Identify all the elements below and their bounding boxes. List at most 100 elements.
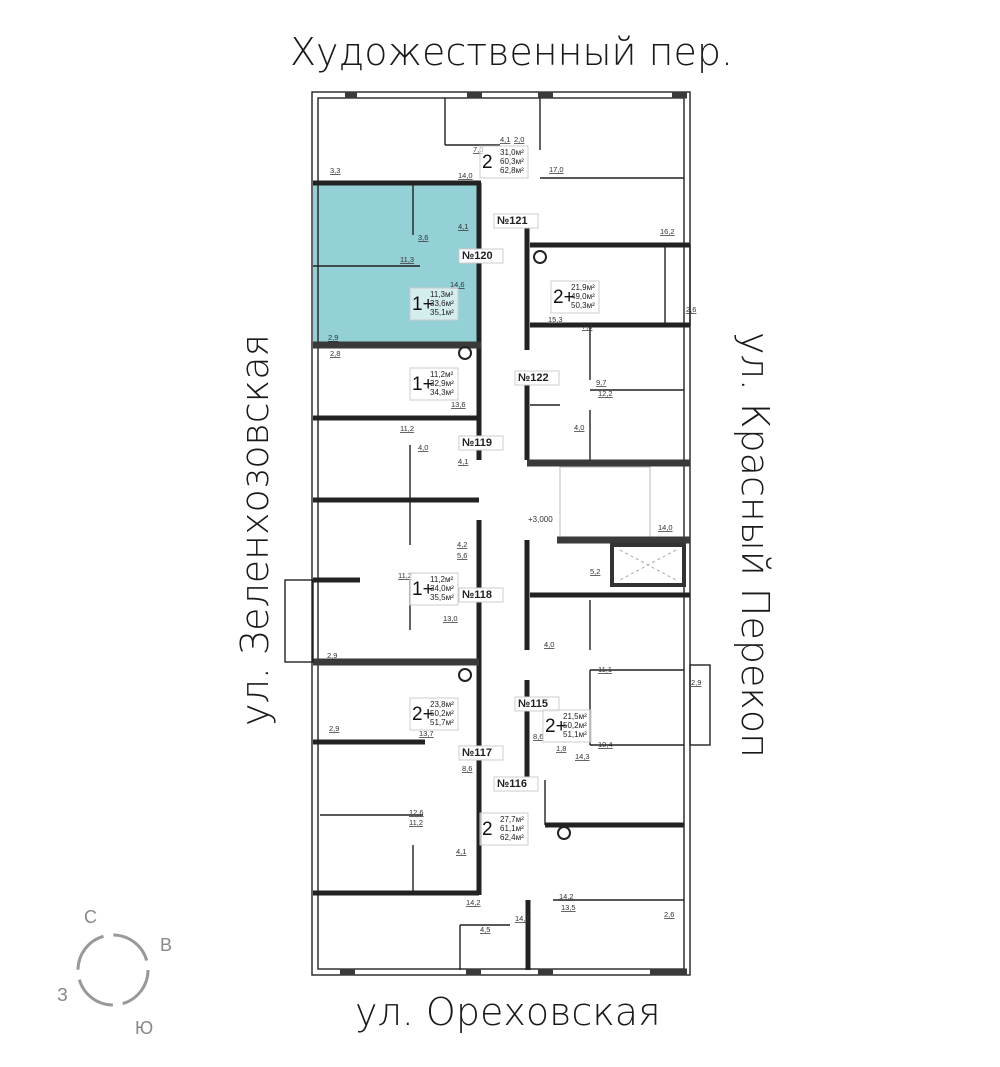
compass-east: В [160, 935, 172, 955]
apartment-rooms: 2 [482, 152, 493, 173]
room-dimension: 4,1 [500, 135, 510, 144]
level-mark: +3,000 [528, 515, 553, 524]
living-area: 27,7м² [500, 815, 524, 824]
apartment-number-box [458, 587, 504, 603]
living-area: 31,0м² [500, 148, 524, 157]
apartment-number-box [458, 435, 504, 451]
room-dimension: 15,3 [548, 315, 563, 324]
apartment-info-box [409, 572, 459, 606]
apartment-info-box [409, 367, 459, 401]
room-dimension: 1,8 [556, 744, 566, 753]
total-area: 61,1м² [500, 824, 524, 833]
total-area-with-balcony: 62,4м² [500, 833, 524, 842]
apartment-rooms: 1+ [412, 579, 434, 600]
room-dimension: 2,0 [514, 135, 524, 144]
room-dimension: 4,0 [418, 443, 428, 452]
room-dimension: 2,9 [327, 651, 337, 660]
compass: С В З Ю [57, 907, 172, 1038]
apartment-number-box [458, 745, 504, 761]
total-area: 34,0м² [430, 584, 454, 593]
room-dimension: 4,1 [456, 847, 466, 856]
room-dimension: 14,0 [658, 523, 673, 532]
total-area: 33,6м² [430, 299, 454, 308]
apartment-number: №121 [497, 215, 528, 227]
apartment-number: №117 [462, 747, 492, 759]
room-dimension: 11,3 [400, 255, 414, 264]
room-dimension: 3,3 [330, 166, 340, 175]
room-dimension: 13,6 [451, 400, 466, 409]
room-dimension: 17,0 [549, 165, 564, 174]
apartment-rooms: 2 [482, 819, 493, 840]
room-dimension: 14,2 [559, 892, 574, 901]
compass-south: Ю [135, 1018, 153, 1038]
total-area-with-balcony: 35,5м² [430, 593, 454, 602]
street-label-north: Художественный пер. [290, 30, 734, 74]
apartment-rooms: 2+ [553, 287, 575, 308]
apartment-number: №120 [462, 250, 493, 262]
room-dimension: 2,9 [328, 333, 338, 342]
room-dimension: 11,2 [409, 818, 423, 827]
room-dimension: 4,2 [457, 540, 467, 549]
apartment-info-box [409, 697, 459, 731]
apartment-number-box [514, 696, 560, 712]
room-dimension: 8,6 [462, 764, 472, 773]
room-dimension: 5,2 [590, 567, 600, 576]
total-area-with-balcony: 51,1м² [563, 730, 587, 739]
apartment-info-box [550, 280, 600, 314]
room-dimension: 4,1 [458, 222, 468, 231]
room-dimension: 12,2 [598, 389, 613, 398]
total-area: 50,2м² [563, 721, 587, 730]
room-dimension: 4,5 [480, 925, 490, 934]
room-dimension: 4,0 [574, 423, 584, 432]
room-dimension: 14,6 [450, 280, 465, 289]
apartment-number-box [514, 370, 560, 386]
room-dimension: 13,0 [443, 614, 458, 623]
total-area-with-balcony: 35,1м² [430, 308, 454, 317]
room-dimension: 11,1 [598, 665, 612, 674]
room-dimension: 7,8 [582, 322, 592, 331]
room-dimension: 11,2 [400, 424, 414, 433]
total-area: 49,0м² [571, 292, 595, 301]
room-dimension: 4,1 [458, 457, 468, 466]
compass-ring-icon [76, 933, 150, 1007]
apartment-rooms: 2+ [545, 716, 567, 737]
room-dimension: 2,8 [330, 349, 340, 358]
total-area-with-balcony: 50,3м² [571, 301, 595, 310]
total-area-with-balcony: 62,8м² [500, 166, 524, 175]
apartment-number-box [493, 213, 539, 229]
room-dimension: 5,6 [457, 551, 467, 560]
living-area: 21,5м² [563, 712, 587, 721]
apartment-number-box [493, 776, 539, 792]
room-dimension: 2,6 [686, 305, 696, 314]
room-dimension: 2,6 [664, 910, 674, 919]
apartment-info-box [409, 287, 459, 321]
compass-west: З [57, 985, 68, 1005]
room-dimension: 9,7 [596, 378, 606, 387]
room-dimension: 8,6 [533, 732, 543, 741]
total-area-with-balcony: 34,3м² [430, 388, 454, 397]
room-dimension: 14,3 [575, 752, 590, 761]
room-dimension: 11,2 [398, 571, 412, 580]
apartment-number: №122 [518, 372, 549, 384]
apartment-number: №118 [462, 589, 492, 601]
apartment-120-highlight[interactable] [313, 183, 481, 345]
living-area: 21,9м² [571, 283, 595, 292]
living-area: 11,2м² [430, 575, 453, 584]
apartment-number: №119 [462, 437, 492, 449]
room-dimension: 4,0 [544, 640, 554, 649]
walls [284, 91, 711, 976]
street-label-south: ул. Ореховская [355, 990, 661, 1034]
room-dimension: 7,0 [473, 145, 483, 154]
room-dimension: 2,9 [329, 724, 339, 733]
